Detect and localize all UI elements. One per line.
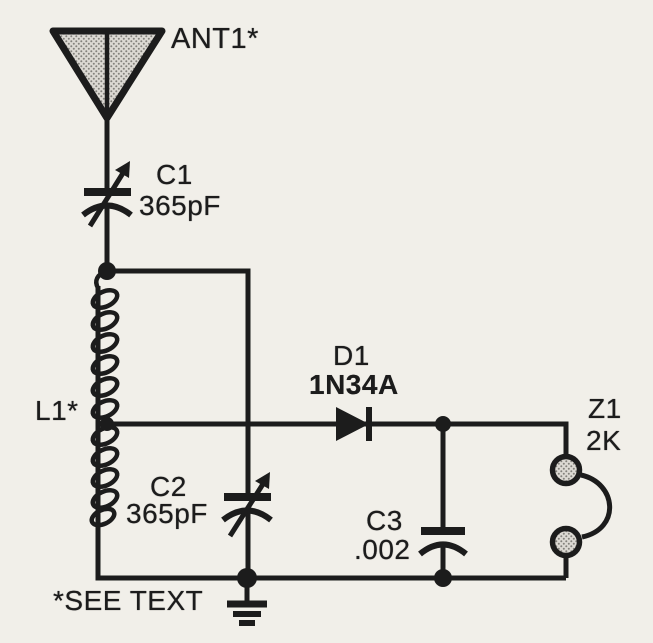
d1-ref-label: D1 bbox=[333, 340, 370, 371]
l1-inductor-symbol bbox=[89, 288, 120, 528]
z1-value-label: 2K bbox=[586, 425, 622, 456]
z1-earphone-symbol bbox=[549, 453, 613, 559]
d1-anode-triangle bbox=[336, 407, 369, 441]
c1-arrow-head-icon bbox=[115, 161, 130, 178]
wire-ground-bus bbox=[95, 286, 566, 581]
c2-arrow-shaft bbox=[227, 482, 266, 538]
antenna-symbol bbox=[49, 27, 166, 122]
junction-dot-c3-bus bbox=[434, 569, 452, 587]
c2-value-label: 365pF bbox=[126, 498, 208, 529]
junction-dot-ground bbox=[237, 568, 257, 588]
junction-dot-diode-c3 bbox=[435, 416, 451, 432]
c3-curved-plate bbox=[418, 541, 468, 557]
junction-dot-coil-tap bbox=[100, 417, 114, 431]
c1-curved-plate bbox=[81, 202, 133, 218]
c1-ref-label: C1 bbox=[156, 159, 193, 190]
wire-tap-to-earphone bbox=[105, 421, 569, 455]
c3-ref-label: C3 bbox=[366, 505, 403, 536]
wire-junction-to-c2 bbox=[107, 268, 251, 493]
c1-variable-capacitor-symbol bbox=[81, 161, 133, 228]
c3-capacitor-symbol bbox=[418, 527, 468, 557]
junction-dot-c1-l1-c2 bbox=[98, 262, 116, 280]
junction-dots bbox=[98, 262, 452, 588]
c2-arrow-head-icon bbox=[255, 472, 270, 489]
c2-ref-label: C2 bbox=[150, 471, 187, 502]
d1-diode-symbol bbox=[336, 407, 372, 441]
z1-top-terminal-icon bbox=[549, 453, 583, 487]
c3-value-label: .002 bbox=[354, 534, 411, 565]
z1-bottom-terminal-icon bbox=[549, 525, 583, 559]
z1-ref-label: Z1 bbox=[588, 393, 622, 424]
l1-ref-label: L1* bbox=[35, 395, 79, 426]
z1-headband-arc bbox=[580, 472, 613, 540]
d1-part-label: 1N34A bbox=[309, 369, 399, 400]
c1-value-label: 365pF bbox=[139, 190, 221, 221]
c2-variable-capacitor-symbol bbox=[221, 472, 273, 538]
see-text-footnote: *SEE TEXT bbox=[53, 585, 204, 616]
antenna-label: ANT1* bbox=[171, 23, 259, 55]
c1-arrow-shaft bbox=[87, 171, 126, 228]
